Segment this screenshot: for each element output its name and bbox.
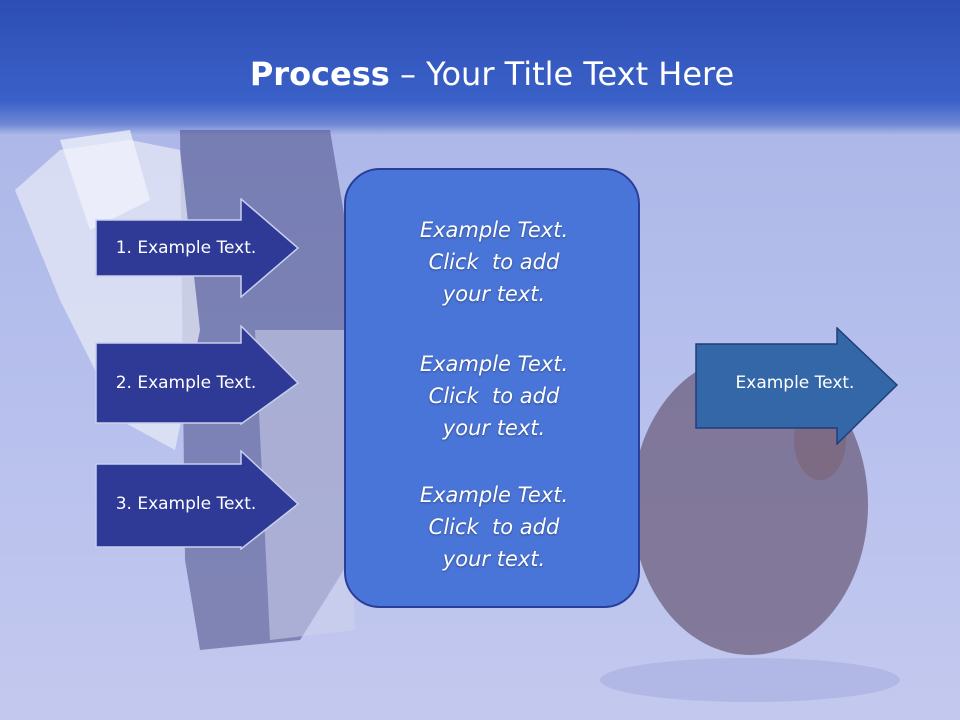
step-arrow-2[interactable]: 2. Example Text. — [95, 325, 300, 425]
center-block-3: Example Text. Click to add your text. — [346, 479, 642, 575]
center-block-2-line-3: your text. — [442, 416, 546, 440]
center-block-3-line-2: Click to add — [428, 515, 560, 539]
apple-shadow — [600, 658, 900, 702]
center-block-1-line-1: Example Text. — [419, 218, 569, 242]
center-text-panel[interactable]: Example Text. Click to add your text. Ex… — [344, 168, 640, 608]
step-label-1: 1. Example Text. — [115, 238, 257, 258]
arrow-right-icon — [95, 325, 300, 425]
title-bold: Process — [249, 55, 390, 93]
arrow-right-icon — [695, 327, 899, 445]
center-block-3-line-3: your text. — [442, 547, 546, 571]
page-title: Process – Your Title Text Here — [0, 52, 960, 96]
output-arrow[interactable]: Example Text. — [695, 327, 900, 445]
step-arrow-3[interactable]: 3. Example Text. — [95, 450, 300, 550]
center-block-1: Example Text. Click to add your text. — [346, 214, 642, 310]
apple-shape — [632, 355, 868, 655]
bag-print — [255, 330, 355, 640]
paper-fold — [60, 130, 150, 230]
step-label-2: 2. Example Text. — [115, 373, 257, 393]
title-rest: – Your Title Text Here — [389, 55, 735, 93]
center-block-1-line-2: Click to add — [428, 250, 560, 274]
center-block-2: Example Text. Click to add your text. — [346, 348, 642, 444]
output-label: Example Text. — [735, 373, 855, 393]
arrow-right-icon — [95, 198, 300, 298]
arrow-right-icon — [95, 450, 300, 550]
center-block-2-line-2: Click to add — [428, 384, 560, 408]
step-arrow-1[interactable]: 1. Example Text. — [95, 198, 300, 298]
center-block-1-line-3: your text. — [442, 282, 546, 306]
center-block-3-line-1: Example Text. — [419, 483, 569, 507]
title-bar — [0, 0, 960, 135]
center-block-2-line-1: Example Text. — [419, 352, 569, 376]
step-label-3: 3. Example Text. — [115, 494, 257, 514]
